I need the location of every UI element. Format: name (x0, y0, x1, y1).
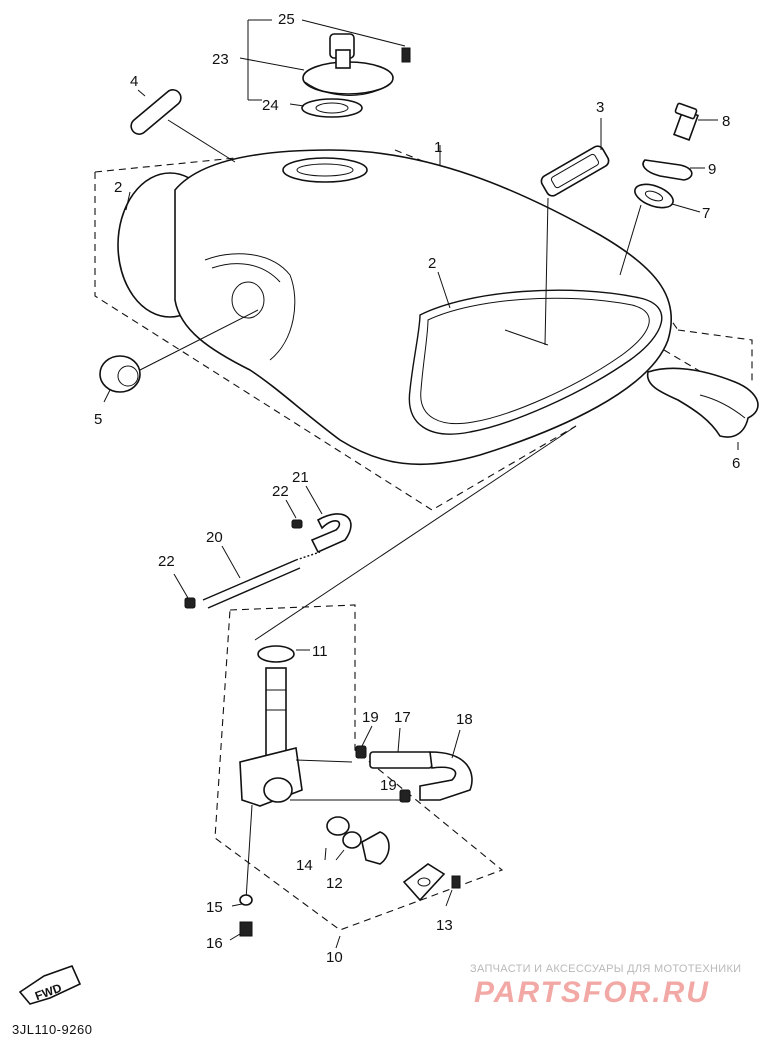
fuel-hose-group (173, 485, 352, 609)
callout-1: 1 (434, 139, 442, 156)
callout-18: 18 (456, 711, 473, 728)
callout-2-center: 2 (428, 255, 436, 272)
callout-22-bottom: 22 (158, 553, 175, 570)
callout-10: 10 (326, 949, 343, 966)
forward-direction-arrow: FWD (18, 964, 82, 1005)
callout-13: 13 (436, 917, 453, 934)
callout-23: 23 (212, 51, 229, 68)
callout-19-top: 19 (362, 709, 379, 726)
callout-labels: 25 23 24 4 3 8 9 7 2 2 1 5 6 21 22 20 22… (94, 11, 740, 966)
emblem-3 (540, 118, 610, 197)
petcock-group (214, 604, 504, 949)
damper-5 (99, 309, 259, 403)
fuel-cap-group (239, 19, 411, 118)
diagram-code: 3JL110-9260 (12, 1022, 93, 1037)
fuel-tank (117, 149, 673, 466)
callout-19-bottom: 19 (380, 777, 397, 794)
bolt-8 (673, 102, 718, 141)
watermark-caption: ЗАПЧАСТИ И АКСЕССУАРЫ ДЛЯ МОТОТЕХНИКИ (470, 963, 742, 975)
callout-17: 17 (394, 709, 411, 726)
callout-25: 25 (278, 11, 295, 28)
callout-24: 24 (262, 97, 279, 114)
callout-14: 14 (296, 857, 313, 874)
callout-3: 3 (596, 99, 604, 116)
callout-2-left: 2 (114, 179, 122, 196)
callout-11: 11 (312, 643, 328, 660)
callout-8: 8 (722, 113, 730, 130)
callout-20: 20 (206, 529, 223, 546)
callout-6: 6 (732, 455, 740, 472)
callout-16: 16 (206, 935, 223, 952)
callout-15: 15 (206, 899, 223, 916)
bracket-9 (642, 159, 705, 181)
bracket-6 (646, 367, 759, 450)
emblem-strip-4 (130, 89, 236, 163)
callout-9: 9 (708, 161, 716, 178)
watermark-logo: PARTSFOR.RU (474, 976, 710, 1009)
callout-7: 7 (702, 205, 710, 222)
callout-5: 5 (94, 411, 102, 428)
vacuum-hose-group (355, 725, 473, 803)
callout-12: 12 (326, 875, 343, 892)
callout-22-top: 22 (272, 483, 289, 500)
callout-4: 4 (130, 73, 138, 90)
damper-7 (619, 183, 701, 276)
callout-21: 21 (292, 469, 309, 486)
